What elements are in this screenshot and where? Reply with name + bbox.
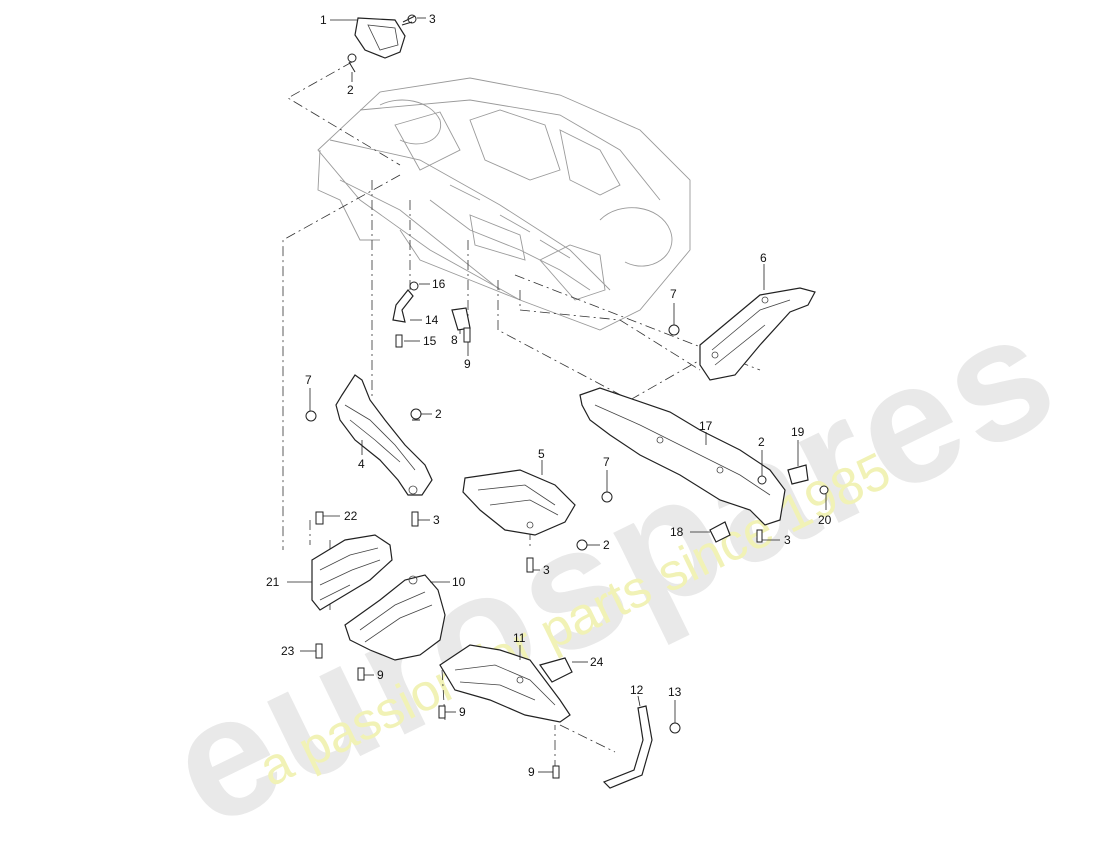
part-2-nut-center — [576, 539, 588, 551]
callout-9: 9 — [464, 357, 471, 371]
car-body-shell — [317, 77, 691, 331]
callout-13: 13 — [668, 685, 682, 699]
callout-9: 9 — [459, 705, 466, 719]
callout-19: 19 — [791, 425, 805, 439]
callout-18: 18 — [670, 525, 684, 539]
part-3-bolt-left — [411, 511, 419, 527]
part-3-bolt-right — [756, 529, 763, 543]
part-14-bracket — [392, 289, 414, 323]
part-18-pad — [709, 521, 731, 543]
callout-21: 21 — [266, 575, 280, 589]
parts-diagram: 1 3 2 6 7 16 14 15 8 9 7 2 17 19 2 4 5 7… — [266, 12, 832, 789]
part-20-bolt — [819, 485, 829, 495]
callout-15: 15 — [423, 334, 437, 348]
callout-6: 6 — [760, 251, 767, 265]
callout-3: 3 — [784, 533, 791, 547]
callout-4: 4 — [358, 457, 365, 471]
part-17-beam — [579, 387, 786, 526]
part-1-bracket — [354, 17, 406, 59]
part-9-bolt-bottom — [438, 705, 446, 719]
part-9-bolt-left — [357, 667, 365, 681]
callout-12: 12 — [630, 683, 644, 697]
callout-7: 7 — [670, 287, 677, 301]
callout-3: 3 — [429, 12, 436, 26]
callout-2: 2 — [435, 407, 442, 421]
part-2-nut-right — [757, 475, 767, 485]
callout-5: 5 — [538, 447, 545, 461]
leader-lines — [287, 17, 827, 773]
part-4-panel — [335, 374, 433, 496]
part-21-shield — [311, 534, 393, 611]
part-24-bracket — [539, 657, 573, 683]
callout-2: 2 — [603, 538, 610, 552]
callout-3: 3 — [543, 563, 550, 577]
part-16-clip — [409, 281, 419, 291]
callout-3: 3 — [433, 513, 440, 527]
callout-1: 1 — [320, 13, 327, 27]
callout-24: 24 — [590, 655, 604, 669]
callout-7: 7 — [603, 455, 610, 469]
callout-14: 14 — [425, 313, 439, 327]
part-3-bolt-top — [401, 14, 417, 26]
callout-9: 9 — [528, 765, 535, 779]
callout-9: 9 — [377, 668, 384, 682]
part-9-bolt-upper — [463, 327, 471, 343]
part-11-cover — [439, 644, 571, 723]
part-10-tray — [344, 574, 446, 661]
callout-10: 10 — [452, 575, 466, 589]
callout-22: 22 — [344, 509, 358, 523]
part-19-clip — [787, 464, 809, 485]
callout-labels: 1 3 2 6 7 16 14 15 8 9 7 2 17 19 2 4 5 7… — [266, 12, 832, 779]
part-23-bolt — [315, 643, 323, 659]
part-3-bolt-center — [526, 557, 534, 573]
part-8-block — [451, 307, 471, 331]
callout-2: 2 — [758, 435, 765, 449]
part-7-nut-right — [668, 324, 680, 336]
part-12-strut — [602, 705, 653, 789]
part-2-nut-top — [347, 53, 357, 73]
part-9-bolt-lowest — [552, 765, 560, 779]
part-5-cover — [462, 469, 576, 536]
part-13-nut — [669, 722, 681, 734]
part-6-cover — [699, 287, 816, 381]
part-7-nut-center — [601, 491, 613, 503]
callout-8: 8 — [451, 333, 458, 347]
part-2-nut-left — [410, 408, 422, 421]
part-22-clip — [315, 511, 324, 525]
callout-20: 20 — [818, 513, 832, 527]
part-15-bolt — [395, 334, 403, 348]
callout-2: 2 — [347, 83, 354, 97]
callout-23: 23 — [281, 644, 295, 658]
callout-7: 7 — [305, 373, 312, 387]
callout-17: 17 — [699, 419, 713, 433]
part-7-nut-left — [305, 410, 317, 422]
callout-16: 16 — [432, 277, 446, 291]
callout-11: 11 — [513, 631, 526, 645]
